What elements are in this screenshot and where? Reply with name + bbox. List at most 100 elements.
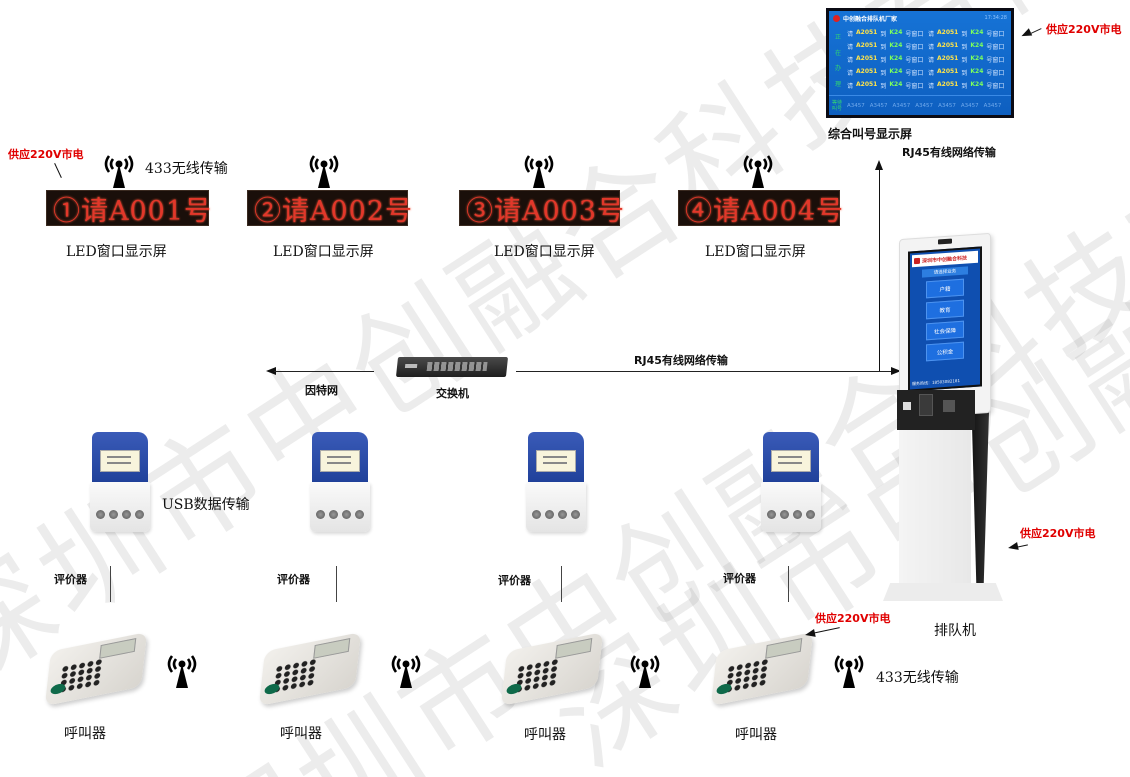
caller-keypad-4 (710, 632, 814, 706)
led-caption-4: LED窗口显示屏 (705, 244, 806, 260)
led-caption-1: LED窗口显示屏 (66, 244, 167, 260)
caller-caption-4: 呼叫器 (735, 727, 777, 743)
antenna-icon (309, 155, 339, 188)
waiting-number: A3457 (892, 102, 911, 109)
brand-logo-icon (914, 257, 920, 265)
evaluator-device-2 (302, 432, 372, 542)
evaluator-device-3 (518, 432, 588, 542)
connector-line (788, 566, 789, 602)
evaluator-caption-2: 评价器 (277, 573, 310, 586)
ticket-slot-icon (919, 394, 933, 416)
kiosk-screen: 深圳市中创融合科技 请选择业务 户籍 教育 社会保障 公积金 服务热线：1850… (908, 246, 982, 392)
rj45-horizontal-line (516, 371, 892, 372)
led-caption-2: LED窗口显示屏 (273, 244, 374, 260)
led-window-display-1: ①请A001号 (46, 190, 211, 227)
led-window-display-2: ②请A002号 (247, 190, 412, 227)
evaluator-device-1 (82, 432, 152, 542)
network-switch (395, 357, 509, 377)
antenna-icon (630, 655, 660, 688)
wireless-label-led: 433无线传输 (145, 161, 228, 177)
kiosk-screen-subtitle: 请选择业务 (922, 266, 968, 278)
caller-caption-3: 呼叫器 (524, 727, 566, 743)
waiting-number: A3457 (938, 102, 956, 109)
waiting-number: A3457 (869, 102, 888, 109)
usb-label: USB数据传输 (162, 497, 250, 513)
kiosk-screen-footer: 服务热线：18503082181 (912, 377, 960, 387)
card-reader-icon (943, 400, 955, 412)
kiosk-service-button[interactable]: 社会保障 (926, 320, 964, 341)
switch-ports (426, 362, 488, 371)
internet-line (274, 371, 374, 372)
antenna-icon (743, 155, 773, 188)
arrow-left-icon (804, 629, 816, 639)
arrow-right-icon (891, 367, 901, 375)
power-note-display: 供应220V市电 (1046, 23, 1122, 36)
combined-display-caption: 综合叫号显示屏 (828, 127, 913, 141)
waiting-number: A3457 (983, 102, 1002, 109)
display-side-label: 正 在 办 理 (834, 34, 841, 88)
rj45-vertical-line (879, 170, 880, 371)
queue-kiosk: 深圳市中创融合科技 请选择业务 户籍 教育 社会保障 公积金 服务热线：1850… (883, 228, 1003, 608)
antenna-icon (391, 655, 421, 688)
arrow-left-icon (1007, 542, 1019, 552)
evaluator-caption-1: 评价器 (54, 573, 87, 586)
caller-keypad-1 (44, 632, 148, 706)
kiosk-service-button[interactable]: 公积金 (926, 341, 964, 362)
kiosk-screen-title: 深圳市中创融合科技 (922, 254, 968, 265)
rj45-vertical-label: RJ45有线网络传输 (902, 146, 996, 159)
power-note-led: 供应220V市电 (8, 148, 84, 161)
led-window-display-3: ③请A003号 (459, 190, 624, 227)
arrow-up-icon (875, 160, 883, 170)
caller-caption-1: 呼叫器 (64, 726, 106, 742)
led-window-display-4: ④请A004号 (678, 190, 843, 227)
kiosk-service-button[interactable]: 户籍 (926, 278, 964, 299)
connector-line (561, 566, 562, 602)
brand-logo-icon (833, 14, 840, 22)
kiosk-control-panel (897, 390, 975, 430)
evaluator-device-4 (753, 432, 823, 542)
connector-line (336, 566, 337, 602)
camera-icon (938, 238, 952, 245)
caller-keypad-3 (500, 632, 604, 706)
evaluator-caption-3: 评价器 (498, 574, 531, 587)
caller-keypad-2 (258, 632, 362, 706)
arrow-left-icon (266, 367, 276, 375)
connector-line (110, 566, 111, 602)
display-time: 17:34:28 (984, 15, 1007, 21)
waiting-number: A3457 (847, 102, 865, 109)
led-caption-3: LED窗口显示屏 (494, 244, 595, 260)
waiting-number: A3457 (915, 102, 934, 109)
scanner-icon (903, 402, 911, 410)
waiting-number: A3457 (960, 102, 979, 109)
antenna-icon (524, 155, 554, 188)
wireless-label-callers: 433无线传输 (876, 670, 959, 686)
waiting-label: 等待叫号 (832, 99, 843, 112)
evaluator-caption-4: 评价器 (723, 572, 756, 585)
antenna-icon (834, 655, 864, 688)
arrow-line (812, 627, 840, 634)
kiosk-service-button[interactable]: 教育 (926, 299, 964, 320)
kiosk-caption: 排队机 (934, 623, 976, 639)
antenna-icon (104, 155, 134, 188)
internet-label: 因特网 (305, 384, 338, 397)
rj45-horizontal-label: RJ45有线网络传输 (634, 354, 728, 367)
arrow-line (54, 163, 62, 178)
waiting-bar: 等待叫号 A3457 A3457 A3457 A3457 A3457 A3457 A3457 (829, 95, 1011, 115)
display-header-title: 中创融合排队机厂家 (843, 15, 898, 23)
